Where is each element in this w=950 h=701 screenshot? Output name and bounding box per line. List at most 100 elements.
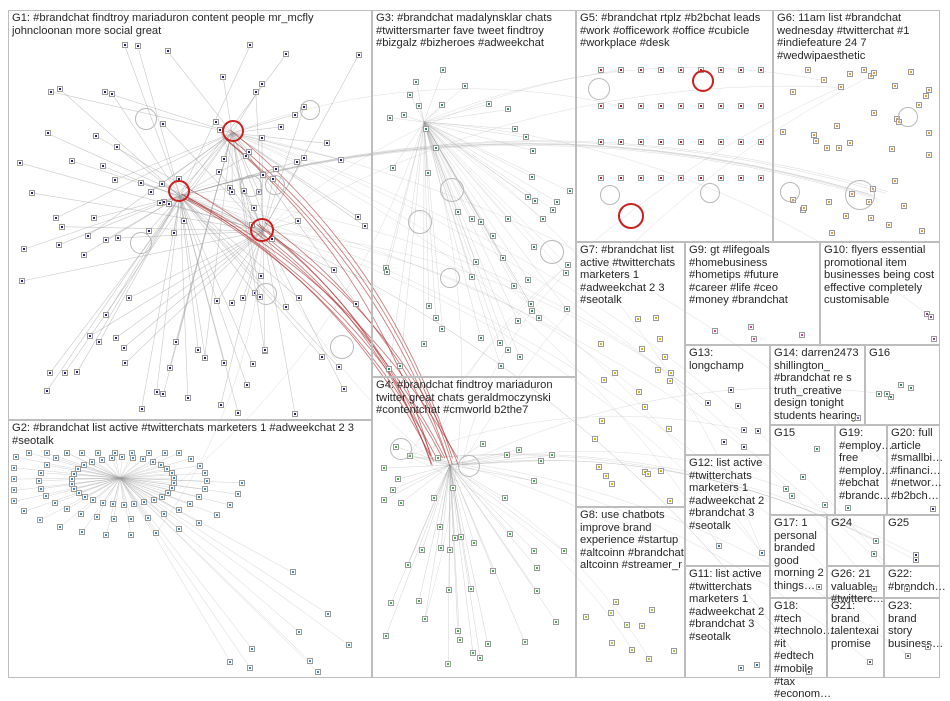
graph-node[interactable] [381,465,387,471]
graph-node[interactable] [646,656,652,662]
graph-node[interactable] [751,336,757,342]
graph-node[interactable] [431,495,437,501]
graph-node[interactable] [362,223,368,229]
graph-node[interactable] [601,377,607,383]
graph-node[interactable] [598,139,604,145]
graph-node[interactable] [64,450,70,456]
graph-node[interactable] [639,623,645,629]
graph-node[interactable] [229,300,235,306]
graph-node[interactable] [160,121,166,127]
graph-node[interactable] [196,520,202,526]
graph-node[interactable] [642,404,648,410]
graph-node[interactable] [836,145,842,151]
graph-node[interactable] [154,389,160,395]
graph-node[interactable] [57,86,63,92]
graph-node[interactable] [847,71,853,77]
graph-node[interactable] [390,165,396,171]
graph-node[interactable] [109,91,115,97]
graph-node[interactable] [416,598,422,604]
graph-node[interactable] [91,215,97,221]
graph-node[interactable] [450,485,456,491]
graph-node[interactable] [698,139,704,145]
graph-node[interactable] [821,77,827,83]
graph-node[interactable] [913,557,919,563]
graph-node[interactable] [813,138,819,144]
graph-node[interactable] [405,562,411,568]
graph-node[interactable] [871,70,877,76]
graph-node[interactable] [435,455,441,461]
graph-node[interactable] [161,511,167,517]
graph-node[interactable] [262,347,268,353]
graph-node[interactable] [229,189,235,195]
graph-node[interactable] [176,526,182,532]
graph-node[interactable] [433,145,439,151]
graph-node[interactable] [668,370,674,376]
graph-node[interactable] [452,535,458,541]
graph-node[interactable] [353,301,359,307]
graph-node[interactable] [89,459,95,465]
graph-node[interactable] [478,335,484,341]
graph-node[interactable] [468,586,474,592]
graph-node[interactable] [36,478,42,484]
graph-node[interactable] [21,508,27,514]
graph-node[interactable] [338,157,344,163]
graph-node[interactable] [678,67,684,73]
graph-node[interactable] [173,339,179,345]
graph-node[interactable] [135,43,141,49]
graph-node[interactable] [290,569,296,575]
graph-node[interactable] [662,354,668,360]
graph-node[interactable] [829,230,835,236]
graph-node[interactable] [258,273,264,279]
graph-node[interactable] [658,468,664,474]
graph-node[interactable] [102,89,108,95]
graph-node[interactable] [240,295,246,301]
graph-node[interactable] [712,328,718,334]
graph-node[interactable] [523,134,529,140]
graph-node[interactable] [500,255,506,261]
graph-node[interactable] [48,89,54,95]
graph-node[interactable] [128,532,134,538]
graph-node[interactable] [37,517,43,523]
graph-node[interactable] [838,84,844,90]
graph-node[interactable] [122,42,128,48]
graph-node[interactable] [531,548,537,554]
graph-node[interactable] [805,67,811,73]
graph-node[interactable] [758,103,764,109]
graph-node[interactable] [17,160,23,166]
graph-node[interactable] [658,139,664,145]
graph-node[interactable] [160,391,166,397]
graph-node[interactable] [470,650,476,656]
graph-node[interactable] [202,470,208,476]
graph-node[interactable] [505,106,511,112]
graph-node[interactable] [69,158,75,164]
graph-node[interactable] [421,341,427,347]
graph-node[interactable] [515,318,521,324]
graph-node[interactable] [754,662,760,668]
graph-node[interactable] [783,486,789,492]
graph-node[interactable] [624,622,630,628]
graph-node[interactable] [531,244,537,250]
graph-node[interactable] [639,346,645,352]
graph-node[interactable] [128,516,134,522]
graph-node[interactable] [78,511,84,517]
graph-node[interactable] [214,298,220,304]
graph-node[interactable] [529,308,535,314]
graph-node[interactable] [904,586,910,592]
graph-node[interactable] [525,194,531,200]
graph-node[interactable] [11,487,17,493]
graph-node[interactable] [260,172,266,178]
graph-node[interactable] [384,269,390,275]
graph-node[interactable] [867,659,873,665]
graph-node[interactable] [296,295,302,301]
graph-node[interactable] [718,175,724,181]
graph-node[interactable] [824,145,830,151]
graph-node[interactable] [278,124,284,130]
graph-node[interactable] [469,216,475,222]
graph-node[interactable] [159,181,165,187]
graph-node[interactable] [806,669,812,675]
graph-node[interactable] [213,119,219,125]
graph-node[interactable] [505,216,511,222]
graph-node[interactable] [247,665,253,671]
graph-node[interactable] [397,363,403,369]
graph-node[interactable] [477,655,483,661]
